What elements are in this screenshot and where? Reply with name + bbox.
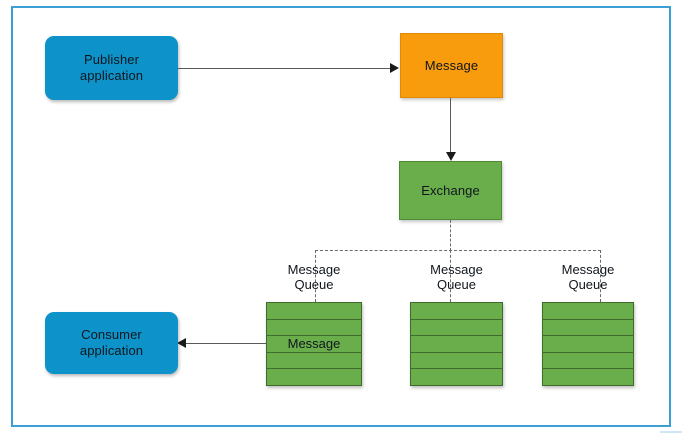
queue-2-cell-3: [411, 336, 502, 353]
queue-2-cell-1: [411, 303, 502, 320]
queue-3-cell-4: [543, 353, 633, 370]
consumer-application-label: Consumer application: [79, 327, 144, 358]
publisher-to-message-line: [178, 68, 392, 69]
message-queue-2[interactable]: [410, 302, 503, 386]
scan-artifact: [660, 431, 682, 433]
queue-1-cell-5: [267, 369, 361, 385]
exchange-node-label: Exchange: [421, 182, 480, 198]
publisher-application-node[interactable]: Publisher application: [45, 36, 178, 100]
exchange-dashed-stem: [450, 220, 451, 251]
publisher-to-message-arrowhead: [390, 63, 399, 73]
queue-1-cell-4: [267, 353, 361, 370]
exchange-dashed-branch-1: [315, 250, 316, 302]
queue-2-cell-4: [411, 353, 502, 370]
message-node-label: Message: [424, 57, 479, 73]
message-to-exchange-line: [450, 98, 451, 154]
queue-2-cell-5: [411, 369, 502, 385]
exchange-dashed-branch-3: [600, 250, 601, 302]
message-queue-1[interactable]: Message: [266, 302, 362, 386]
message-queue-label-2: Message Queue: [430, 262, 483, 292]
message-queue-label-1: Message Queue: [287, 262, 341, 292]
exchange-node[interactable]: Exchange: [399, 161, 502, 220]
message-queue-3[interactable]: [542, 302, 634, 386]
queue-1-cell-1: [267, 303, 361, 320]
queue-3-cell-5: [543, 369, 633, 385]
queue-1-cell-3: Message: [267, 336, 361, 353]
consumer-application-node[interactable]: Consumer application: [45, 312, 178, 374]
queue-3-cell-3: [543, 336, 633, 353]
exchange-dashed-bus: [315, 250, 601, 251]
queue-to-consumer-line: [186, 343, 266, 344]
queue-3-cell-2: [543, 320, 633, 337]
exchange-dashed-branch-2: [450, 250, 451, 302]
queue-1-cell-2: [267, 320, 361, 337]
queue-to-consumer-arrowhead: [177, 338, 186, 348]
message-queue-label-3: Message Queue: [561, 262, 615, 292]
queue-2-cell-2: [411, 320, 502, 337]
publisher-application-label: Publisher application: [79, 52, 144, 83]
message-node[interactable]: Message: [400, 33, 503, 98]
message-to-exchange-arrowhead: [446, 152, 456, 161]
queue-3-cell-1: [543, 303, 633, 320]
